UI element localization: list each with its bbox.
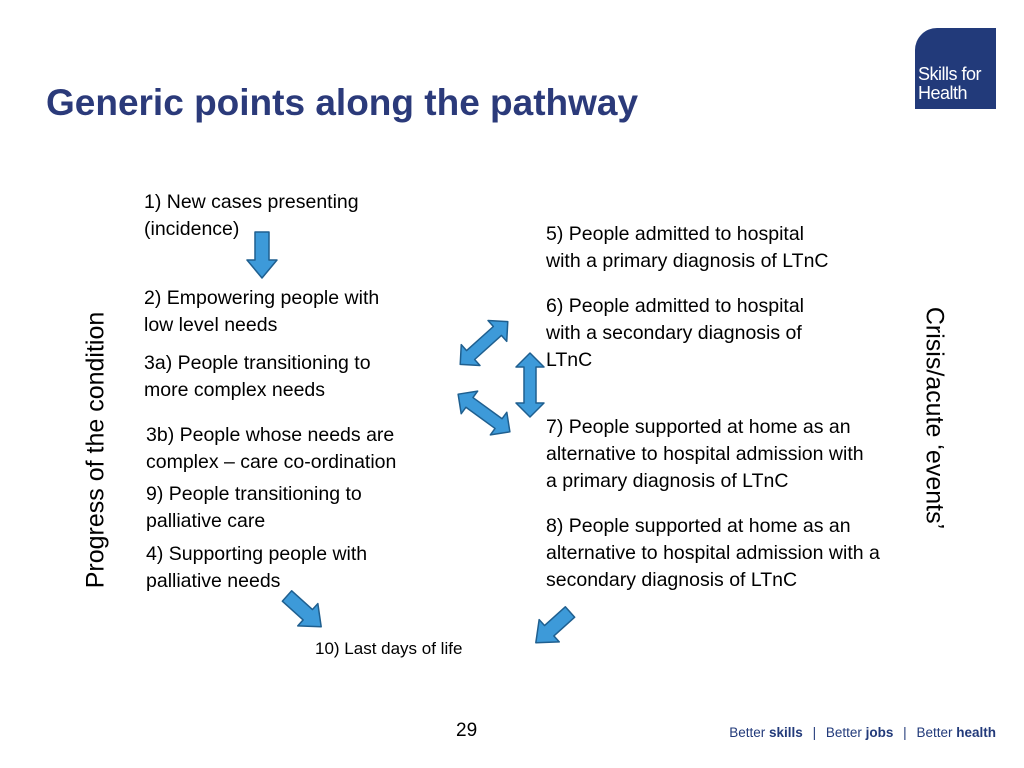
- arrow-4-to-10: [276, 584, 332, 639]
- footer-tagline: Better skills | Better jobs | Better hea…: [729, 725, 996, 740]
- item-8: 8) People supported at home as an altern…: [546, 513, 880, 594]
- item-4-line-2: palliative needs: [146, 570, 281, 592]
- item-3b-line-1: 3b) People whose needs are: [146, 424, 395, 446]
- item-3a-line-1: 3a) People transitioning to: [144, 352, 371, 374]
- item-8-line-2: alternative to hospital admission with a: [546, 542, 880, 564]
- footer-part3-bold: health: [956, 725, 996, 740]
- item-3a: 3a) People transitioning to more complex…: [144, 350, 371, 404]
- arrow-down-1-to-2: [246, 231, 278, 279]
- item-7-line-1: 7) People supported at home as an: [546, 416, 851, 438]
- page-number: 29: [456, 720, 478, 741]
- item-2-line-2: low level needs: [144, 314, 278, 336]
- item-9: 9) People transitioning to palliative ca…: [146, 481, 362, 535]
- item-5-line-2: with a primary diagnosis of LTnC: [546, 250, 829, 272]
- footer-part1-bold: skills: [769, 725, 803, 740]
- skills-for-health-logo: Skills for Health: [915, 28, 996, 109]
- item-3a-line-2: more complex needs: [144, 379, 326, 401]
- page-title: Generic points along the pathway: [46, 82, 639, 123]
- item-3b: 3b) People whose needs are complex – car…: [146, 422, 396, 476]
- footer-part1-plain: Better: [729, 725, 770, 740]
- item-1-line-1: 1) New cases presenting: [144, 191, 359, 213]
- item-6-line-2: with a secondary diagnosis of: [546, 322, 802, 344]
- item-6-line-1: 6) People admitted to hospital: [546, 295, 804, 317]
- footer-separator-1: |: [812, 725, 817, 740]
- item-8-line-1: 8) People supported at home as an: [546, 515, 851, 537]
- arrow-8-to-10: [525, 600, 581, 655]
- double-arrow-vertical: [515, 352, 545, 418]
- item-4-line-1: 4) Supporting people with: [146, 543, 368, 565]
- item-6-line-3: LTnC: [546, 349, 593, 371]
- item-1-line-2: (incidence): [144, 218, 240, 240]
- footer-part2-bold: jobs: [865, 725, 894, 740]
- footer-part3-plain: Better: [916, 725, 957, 740]
- double-arrow-lower: [449, 382, 519, 444]
- item-9-line-1: 9) People transitioning to: [146, 483, 362, 505]
- item-7-line-2: alternative to hospital admission with: [546, 443, 864, 465]
- item-10: 10) Last days of life: [315, 639, 463, 658]
- item-2-line-1: 2) Empowering people with: [144, 287, 380, 309]
- item-6: 6) People admitted to hospital with a se…: [546, 293, 804, 374]
- item-9-line-2: palliative care: [146, 510, 266, 532]
- item-7-line-3: a primary diagnosis of LTnC: [546, 470, 789, 492]
- item-2: 2) Empowering people with low level need…: [144, 285, 379, 339]
- item-7: 7) People supported at home as an altern…: [546, 414, 864, 495]
- item-1: 1) New cases presenting (incidence): [144, 189, 359, 243]
- item-4: 4) Supporting people with palliative nee…: [146, 541, 367, 595]
- item-8-line-3: secondary diagnosis of LTnC: [546, 569, 798, 591]
- logo-line-2: Health: [918, 83, 968, 103]
- item-3b-line-2: complex – care co-ordination: [146, 451, 397, 473]
- footer-part2-plain: Better: [825, 725, 866, 740]
- footer-separator-2: |: [903, 725, 907, 740]
- double-arrow-upper: [450, 310, 518, 376]
- item-5-line-1: 5) People admitted to hospital: [546, 223, 804, 245]
- logo-line-1: Skills for: [918, 64, 982, 84]
- item-5: 5) People admitted to hospital with a pr…: [546, 221, 829, 275]
